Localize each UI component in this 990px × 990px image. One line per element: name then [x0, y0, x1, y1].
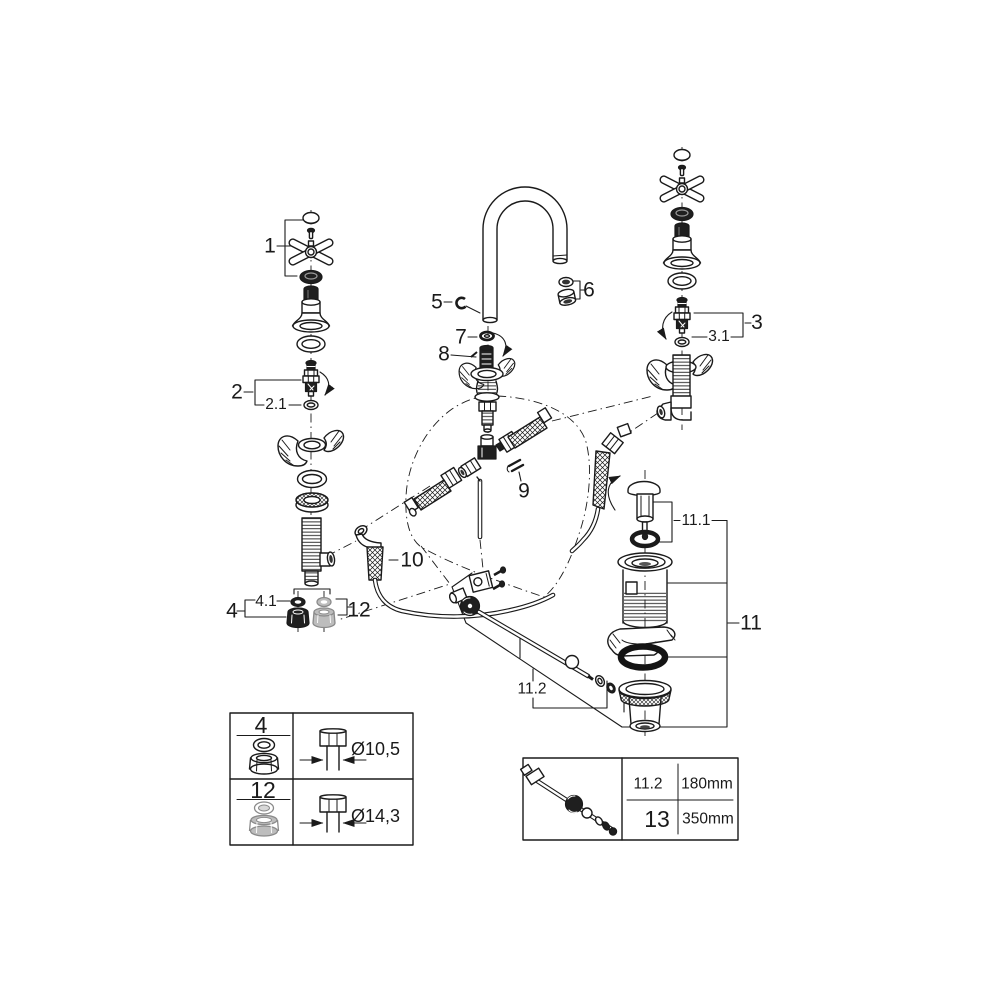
bracket-11 — [621, 519, 740, 728]
part-label-9: 9 — [518, 480, 530, 503]
length-table: 11.2 180mm 13 350mm — [519, 757, 739, 841]
popup-rod-upper — [476, 476, 483, 540]
drain-body-bottom — [618, 679, 672, 733]
supply-hose-upper-right — [498, 407, 553, 453]
size-table-row2-fitting — [299, 794, 367, 833]
length-table-row1-length: 180mm — [681, 776, 733, 793]
length-table-row2-length: 350mm — [682, 811, 734, 828]
clip-9 — [506, 458, 525, 473]
part-label-10: 10 — [400, 549, 423, 572]
spout-valve-8 — [458, 344, 516, 433]
bracket-12 — [335, 598, 353, 616]
popup-rod-lower — [476, 609, 594, 681]
spout-assembly — [403, 186, 577, 540]
nut-columns-connector — [293, 588, 331, 595]
popup-lever-assembly — [448, 566, 594, 681]
size-table-row2-part: 12 — [250, 777, 276, 803]
bracket-6 — [571, 280, 586, 300]
right-valve-assembly — [569, 148, 714, 554]
size-table-row2-parts-drawing — [248, 801, 280, 837]
oring-7 — [479, 330, 495, 342]
callouts: 1 2 2.1 3 3.1 4 4.1 12 5 6 7 8 9 10 11.1… — [226, 219, 763, 728]
size-table-row1-part: 4 — [255, 712, 268, 738]
part-label-4-1: 4.1 — [255, 593, 277, 610]
part-label-5: 5 — [431, 291, 443, 314]
plug-rotate-arrow — [607, 475, 621, 511]
part-label-3-1: 3.1 — [708, 328, 730, 345]
spout-outer — [482, 186, 568, 321]
rotate-arrow-7 — [492, 332, 513, 357]
part-label-11-1: 11.1 — [681, 512, 710, 529]
supply-hose-lower-left — [403, 466, 463, 517]
length-table-rod-drawing — [519, 763, 618, 836]
oring-drain-11-1 — [629, 529, 661, 549]
axis-hose-left — [363, 485, 431, 529]
bracket-11-2 — [532, 668, 625, 713]
lever-frame — [451, 572, 623, 728]
axis-hose-right — [551, 395, 654, 422]
spout-base-end — [482, 316, 498, 324]
part-label-11-2: 11.2 — [517, 681, 546, 698]
oring-drain-thick — [617, 643, 669, 671]
axis-elbow-right — [623, 412, 659, 437]
drain-assembly — [594, 475, 676, 733]
part-label-3: 3 — [751, 311, 763, 334]
mounting-nut-12-gray — [312, 596, 336, 629]
group-balloon — [405, 395, 590, 598]
rod-knob — [459, 595, 481, 617]
bracket-4 — [236, 599, 291, 618]
spout-outlet — [552, 257, 568, 265]
part-label-11: 11 — [740, 612, 762, 635]
part-label-6: 6 — [583, 279, 595, 302]
part-label-1: 1 — [264, 235, 276, 258]
spout-inner — [496, 200, 554, 321]
rod-end-orings — [594, 675, 616, 694]
elbow-right — [656, 395, 692, 421]
bracket-1 — [276, 219, 304, 277]
part-label-4: 4 — [226, 600, 238, 623]
size-table-row1-dimension: Ø10,5 — [351, 739, 400, 759]
mounting-nut-4 — [286, 596, 310, 629]
clamp-screws — [492, 566, 507, 591]
cartridge-rotate-arrow-right — [656, 311, 673, 340]
valve-pin — [470, 351, 478, 358]
aerator-6 — [557, 276, 577, 306]
popup-plug-11-1 — [627, 480, 661, 541]
bracket-11-1 — [649, 501, 728, 543]
bracket-2 — [243, 379, 302, 406]
rod-ball-joint — [564, 654, 580, 670]
length-table-row2-part: 13 — [644, 806, 670, 832]
flex-hose-10 — [354, 524, 556, 619]
size-table: 4 Ø10,5 12 Ø14,3 — [229, 712, 414, 846]
threaded-shank-left — [301, 517, 336, 587]
left-valve-assembly — [277, 211, 556, 629]
axis-rod-clamp — [479, 539, 484, 570]
knurl-flange-left — [295, 492, 329, 513]
length-table-row1-part: 11.2 — [633, 776, 662, 793]
retainer-clip-5 — [455, 296, 467, 310]
part-label-12: 12 — [347, 599, 370, 622]
supply-hose-right — [569, 422, 632, 554]
part-label-7: 7 — [455, 326, 467, 349]
part-label-2-1: 2.1 — [265, 396, 287, 413]
part-label-8: 8 — [438, 343, 450, 366]
rod-clamp-block — [468, 570, 494, 593]
bracket-3 — [691, 312, 752, 338]
length-table-border — [522, 757, 739, 841]
drain-body-top — [617, 552, 673, 629]
size-table-row2-dimension: Ø14,3 — [351, 806, 400, 826]
size-table-row1-parts-drawing — [248, 737, 280, 775]
leader-9 — [518, 471, 522, 482]
part-label-2: 2 — [231, 381, 243, 404]
size-table-row1-fitting — [299, 728, 367, 771]
cartridge-rotate-arrow-left — [319, 371, 335, 396]
escutcheon-left-flange — [297, 437, 327, 453]
threaded-shank-right — [672, 354, 691, 398]
